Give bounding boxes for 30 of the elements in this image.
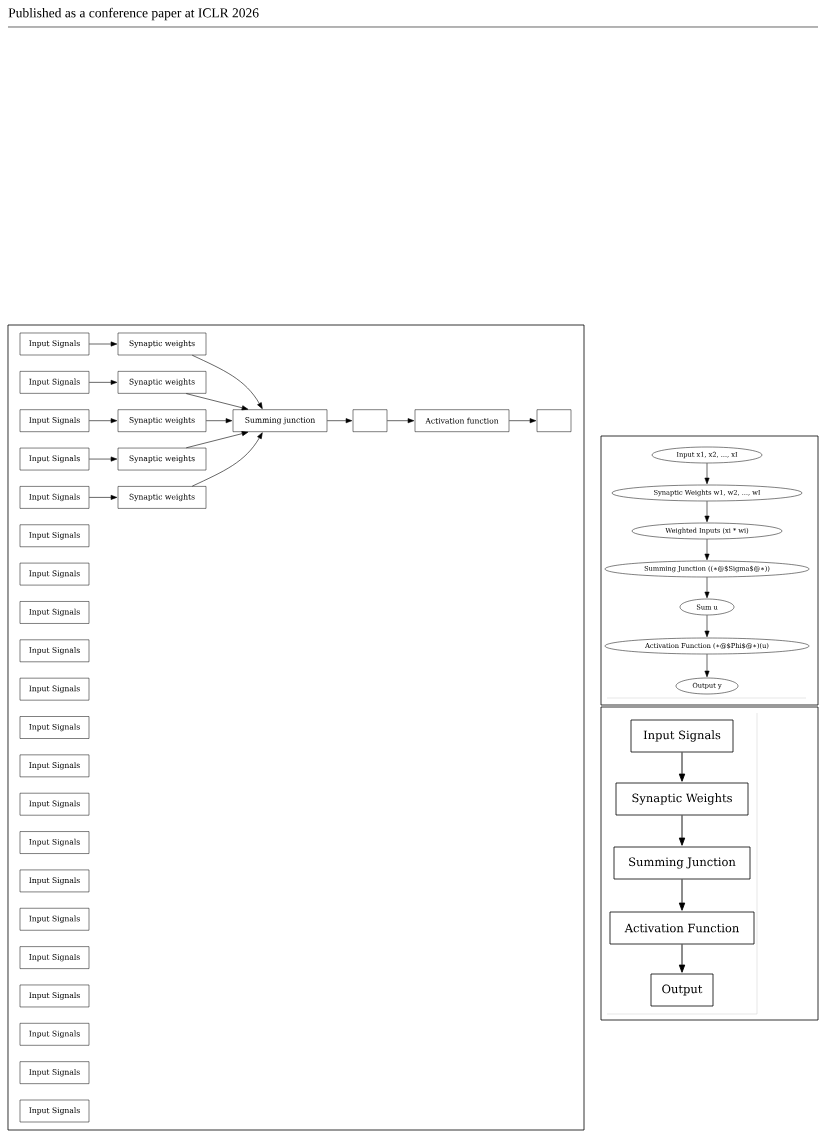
arrow (678, 814, 686, 846)
arrow (704, 576, 710, 599)
empty-box (352, 409, 388, 432)
arrow (205, 418, 233, 424)
arrow (678, 878, 686, 911)
arrow (704, 653, 710, 678)
arrow (704, 538, 710, 561)
arrow (704, 614, 710, 638)
arrow (185, 431, 249, 449)
arrow (191, 354, 263, 409)
process-box: Output (650, 973, 714, 1007)
arrow (326, 418, 353, 424)
process-box: Summing Junction (613, 846, 751, 880)
arrow (191, 432, 263, 487)
arrow (704, 462, 710, 485)
arrow (88, 494, 118, 500)
arrow (88, 341, 118, 347)
process-box: Synaptic Weights (615, 782, 749, 816)
arrow (704, 500, 710, 523)
arrow (678, 943, 686, 973)
process-box: Input Signals (630, 719, 734, 753)
empty-box (536, 409, 572, 432)
arrow (88, 379, 118, 385)
arrow (508, 418, 537, 424)
arrow (88, 456, 118, 462)
arrow (678, 751, 686, 782)
arrow (88, 418, 118, 424)
process-box: Activation Function (609, 911, 755, 945)
header-text: Published as a conference paper at ICLR 2026 (8, 7, 259, 21)
arrow (386, 418, 415, 424)
